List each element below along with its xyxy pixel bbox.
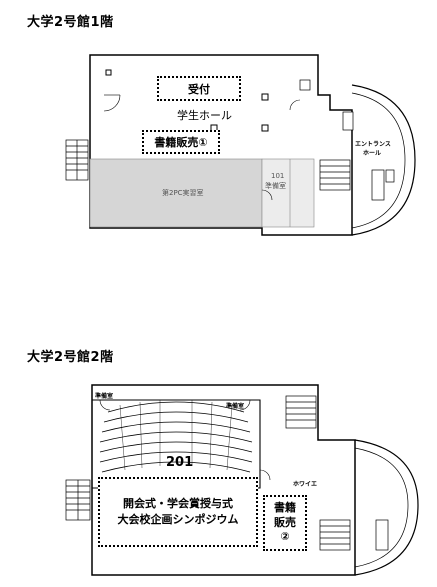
room101-number: 101 [271,172,285,180]
ceremony-line2: 大会校企画シンポジウム [117,513,239,526]
bookstore1-label: 書籍販売① [154,136,208,149]
foyer-label: ホワイエ [293,481,317,488]
prep-room-right: 準備室 [226,403,245,410]
reception-box: 受付 [157,76,241,101]
reception-label: 受付 [188,82,210,96]
bookstore2-number: ② [280,530,290,544]
bookstore2-line2: 販売 [274,515,296,529]
room201-label: 201 [166,455,194,470]
floor2-title: 大学2号館2階 [27,350,114,365]
student-hall-label: 学生ホール [177,109,232,122]
prep-room-left: 準備室 [95,393,114,400]
floor1-title: 大学2号館1階 [27,15,114,30]
pc-lab-fill [89,158,263,228]
bookstore2-box: 書籍 販売 ② [263,495,307,551]
ceremony-box: 開会式・学会賞授与式 大会校企画シンポジウム [98,477,258,547]
bookstore2-line1: 書籍 [274,500,296,514]
pc-lab-label: 第2PC実習室 [162,189,204,197]
ceremony-line1: 開会式・学会賞授与式 [123,496,233,510]
bookstore1-box: 書籍販売① [142,130,220,154]
entrance-hall-line2: ホール [363,150,382,157]
entrance-hall-line1: エントランス [355,141,391,148]
room101-name: 準備室 [265,182,286,190]
